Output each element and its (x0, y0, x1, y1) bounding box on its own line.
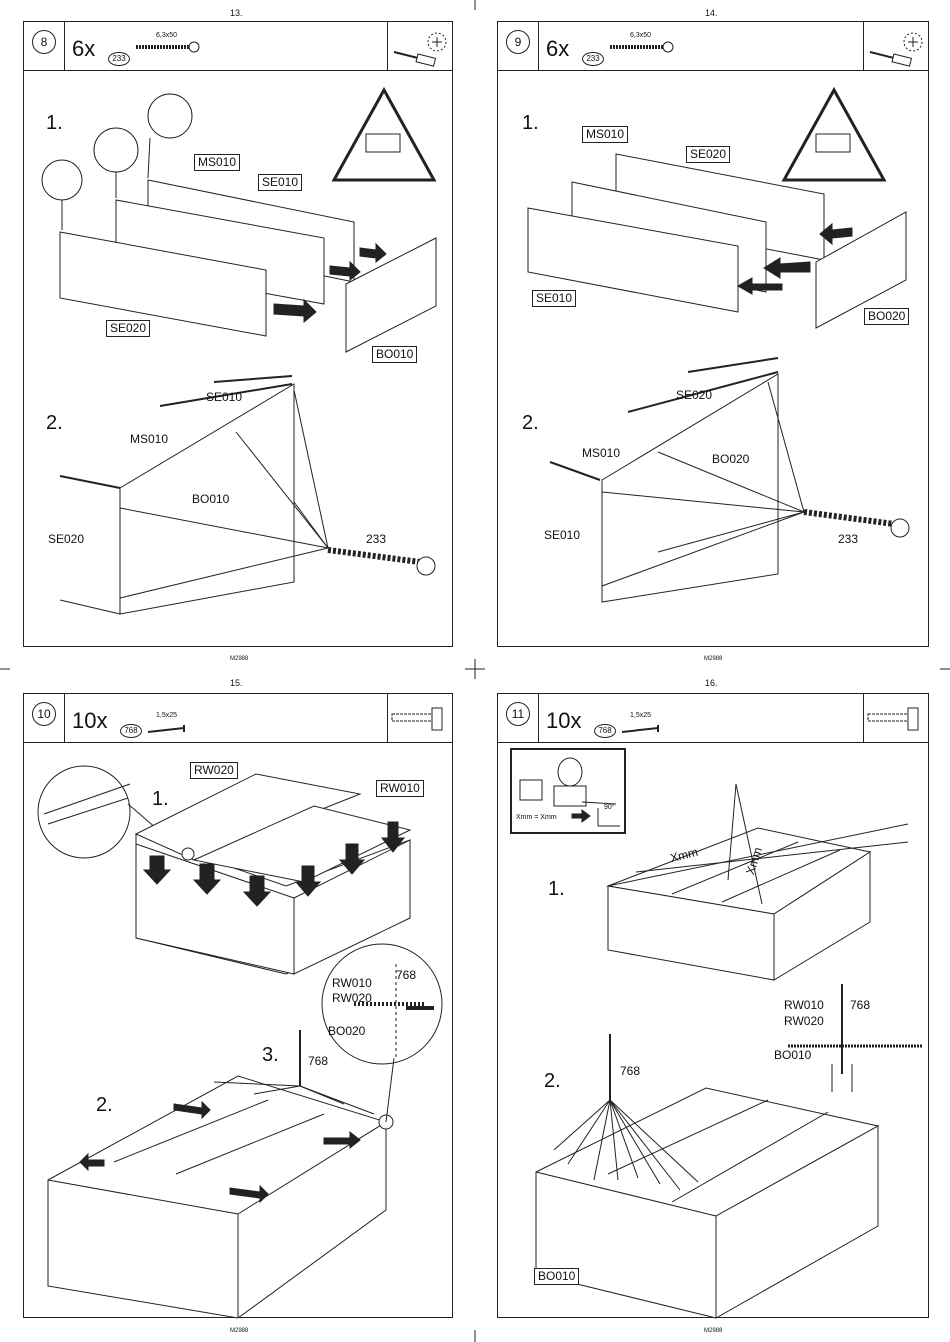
inset-angle: 90° (604, 804, 615, 811)
part-badge: 233 (108, 52, 130, 66)
step-number: 11 (506, 702, 530, 726)
label-bo020: BO020 (864, 308, 910, 325)
label-se020-detail: SE020 (676, 388, 713, 402)
nail-icon (621, 725, 659, 733)
label-se010-detail: SE010 (206, 390, 243, 404)
label-detail-768: 768 (850, 998, 871, 1012)
substep-1: 1. (152, 788, 169, 810)
step-header: 8 6x 233 6,3x50 (24, 22, 452, 71)
tool-box (863, 694, 928, 742)
header-divider (538, 22, 539, 70)
step-number: 9 (506, 30, 530, 54)
label-ms010-detail: MS010 (130, 432, 169, 446)
label-bo020-detail: BO020 (712, 452, 750, 466)
footer-code: M2988 (230, 1328, 249, 1334)
screwdriver-icon (393, 32, 447, 67)
assembly-drawing (535, 783, 922, 1319)
instruction-panel-step-9: 9 6x 233 6,3x50 1. 2. (497, 21, 929, 647)
label-part-233: 233 (838, 532, 859, 546)
label-bo010: BO010 (534, 1268, 580, 1285)
step-header: 11 10x 768 1,5x25 (498, 694, 928, 743)
hammer-icon (867, 707, 919, 731)
hammer-icon (391, 707, 443, 731)
page-number: 16. (705, 678, 718, 688)
substep-1: 1. (46, 112, 63, 134)
substep-2: 2. (544, 1070, 561, 1092)
footer-code: M2988 (230, 656, 249, 662)
label-se010-detail: SE010 (544, 528, 581, 542)
substep-1: 1. (522, 112, 539, 134)
label-ms010: MS010 (194, 154, 241, 171)
page-number: 15. (230, 678, 243, 688)
instruction-panel-step-8: 8 6x 233 6,3x50 1. 2. (23, 21, 453, 647)
label-detail-rw010: RW010 (784, 998, 824, 1012)
part-spec: 1,5x25 (156, 712, 178, 719)
label-part-233: 233 (366, 532, 387, 546)
step-number: 10 (32, 702, 56, 726)
substep-2: 2. (96, 1094, 113, 1116)
label-detail-rw020: RW020 (784, 1014, 824, 1028)
label-detail-bo010: BO010 (774, 1048, 812, 1062)
label-detail-768: 768 (396, 968, 417, 982)
measure-tip-inset: Xmm = Xmm 90° (510, 748, 626, 834)
quantity: 10x (546, 708, 582, 733)
label-detail-rw020: RW020 (332, 991, 372, 1005)
label-nail-768: 768 (620, 1064, 641, 1078)
screw-icon (136, 41, 200, 53)
assembly-drawing (37, 765, 443, 1319)
step-header: 10 10x 768 1,5x25 (24, 694, 452, 743)
label-detail-rw010: RW010 (332, 976, 372, 990)
header-divider (64, 694, 65, 742)
worker-illustration (519, 757, 620, 827)
screw-icon (610, 41, 674, 53)
substep-3: 3. (262, 1044, 279, 1066)
label-rw020: RW020 (190, 762, 238, 779)
nail-icon (147, 725, 185, 733)
label-se020-detail: SE020 (48, 532, 85, 546)
step-number: 8 (32, 30, 56, 54)
assembly-drawing (527, 86, 910, 603)
label-nail-768: 768 (308, 1054, 329, 1068)
part-spec: 1,5x25 (630, 712, 652, 719)
part-spec: 6,3x50 (156, 32, 178, 39)
assembly-drawing (41, 86, 437, 615)
header-divider (64, 22, 65, 70)
label-rw010: RW010 (376, 780, 424, 797)
label-se020: SE020 (686, 146, 731, 163)
part-spec: 6,3x50 (630, 32, 652, 39)
label-bo010-detail: BO010 (192, 492, 230, 506)
tool-box (863, 22, 928, 70)
screwdriver-icon (869, 32, 923, 67)
page-number: 13. (230, 8, 243, 18)
substep-1: 1. (548, 878, 565, 900)
quantity: 10x (72, 708, 108, 733)
tool-box (387, 694, 452, 742)
part-badge: 233 (582, 52, 604, 66)
tool-box (387, 22, 452, 70)
header-divider (538, 694, 539, 742)
label-se020: SE020 (106, 320, 151, 337)
label-detail-bo020: BO020 (328, 1024, 366, 1038)
substep-2: 2. (522, 412, 539, 434)
quantity: 6x (72, 36, 96, 61)
label-ms010-detail: MS010 (582, 446, 621, 460)
label-se010: SE010 (532, 290, 577, 307)
substep-2: 2. (46, 412, 63, 434)
inset-formula: Xmm = Xmm (516, 814, 557, 821)
part-badge: 768 (594, 724, 616, 738)
footer-code: M2988 (704, 656, 723, 662)
part-badge: 768 (120, 724, 142, 738)
step-header: 9 6x 233 6,3x50 (498, 22, 928, 71)
instruction-panel-step-10: 10 10x 768 1,5x25 1. 2. 3. (23, 693, 453, 1319)
label-bo010: BO010 (372, 346, 418, 363)
page-number: 14. (705, 8, 718, 18)
label-ms010: MS010 (582, 126, 629, 143)
instruction-panel-step-11: 11 10x 768 1,5x25 Xmm = Xmm (497, 693, 929, 1319)
footer-code: M2988 (704, 1328, 723, 1334)
label-se010: SE010 (258, 174, 303, 191)
quantity: 6x (546, 36, 570, 61)
